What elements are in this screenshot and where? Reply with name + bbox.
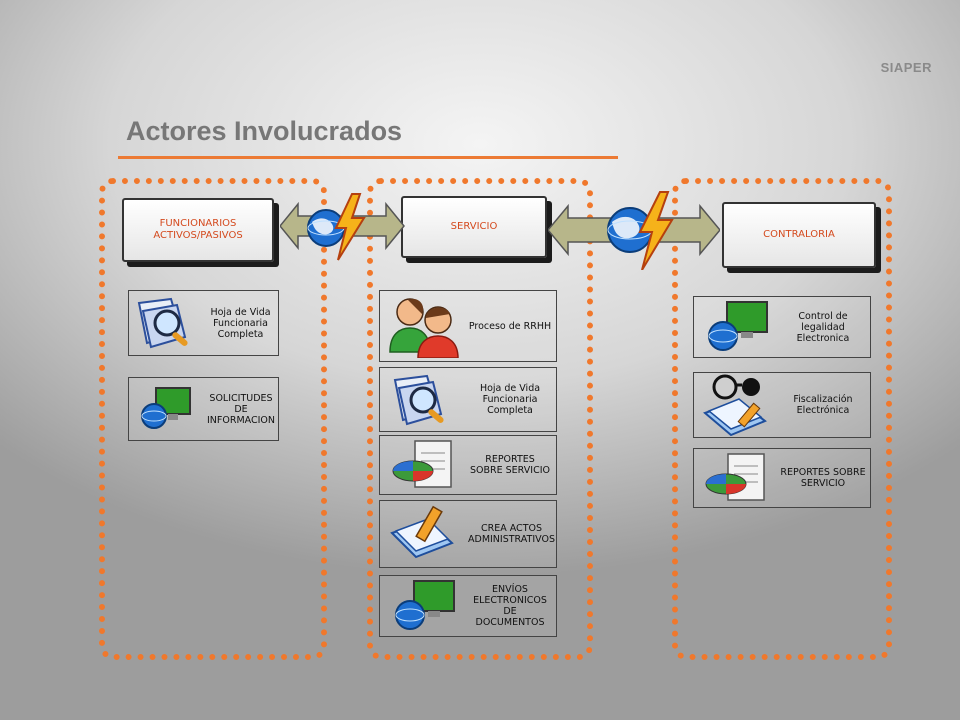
- item-label: Hoja de Vida Funcionaria Completa: [479, 383, 541, 416]
- pie-chart-report-icon: [694, 449, 780, 507]
- item-label: REPORTES SOBRE SERVICIO: [780, 467, 866, 489]
- title-underline: [118, 156, 618, 159]
- pencil-document-icon: [380, 501, 468, 567]
- magnifier-document-icon: [380, 368, 468, 431]
- item-hoja-de-vida-servicio: Hoja de Vida Funcionaria Completa: [379, 367, 557, 432]
- item-label: Hoja de Vida Funcionaria Completa: [210, 306, 271, 340]
- item-label: Control de legalidad Electronica: [796, 310, 850, 344]
- item-label: SOLICITUDES DE INFORMACION: [207, 392, 275, 426]
- globe-monitor-icon: [129, 378, 207, 440]
- item-envios: ENVÍOS ELECTRONICOS DE DOCUMENTOS: [379, 575, 557, 637]
- lightning-icon: [334, 193, 366, 261]
- item-fiscalizacion: Fiscalización Electrónica: [693, 372, 871, 438]
- lightning-icon: [638, 191, 674, 270]
- item-label: REPORTES SOBRE SERVICIO: [470, 454, 550, 476]
- item-proceso-rrhh: Proceso de RRHH: [379, 290, 557, 362]
- item-control-legalidad: Control de legalidad Electronica: [693, 296, 871, 358]
- header-contraloria: CONTRALORIA: [722, 202, 876, 268]
- glasses-document-icon: [694, 373, 780, 437]
- globe-icon: [307, 209, 345, 247]
- connector-funcionarios-servicio: [280, 193, 405, 261]
- column-servicio: [367, 178, 593, 660]
- item-reportes-contraloria: REPORTES SOBRE SERVICIO: [693, 448, 871, 508]
- item-label: ENVÍOS ELECTRONICOS DE DOCUMENTOS: [473, 584, 547, 628]
- magnifier-document-icon: [129, 291, 207, 355]
- item-label: Fiscalización Electrónica: [793, 394, 853, 416]
- item-label: Proceso de RRHH: [468, 320, 552, 332]
- pie-chart-report-icon: [380, 436, 468, 494]
- item-label: CREA ACTOS ADMINISTRATIVOS: [468, 523, 555, 545]
- item-hoja-de-vida-funcionarios: Hoja de Vida Funcionaria Completa: [128, 290, 279, 356]
- item-reportes-servicio: REPORTES SOBRE SERVICIO: [379, 435, 557, 495]
- page-title: Actores Involucrados: [126, 116, 403, 146]
- connector-servicio-contraloria: [548, 191, 720, 270]
- globe-monitor-icon: [694, 297, 780, 357]
- users-icon: [380, 291, 468, 361]
- column-funcionarios: [99, 178, 327, 660]
- brand-label: SIAPER: [880, 60, 932, 75]
- column-contraloria: [672, 178, 892, 660]
- header-servicio: SERVICIO: [401, 196, 547, 258]
- globe-monitor-icon: [380, 576, 468, 636]
- item-solicitudes: SOLICITUDES DE INFORMACION: [128, 377, 279, 441]
- item-crea-actos: CREA ACTOS ADMINISTRATIVOS: [379, 500, 557, 568]
- header-funcionarios: FUNCIONARIOS ACTIVOS/PASIVOS: [122, 198, 274, 262]
